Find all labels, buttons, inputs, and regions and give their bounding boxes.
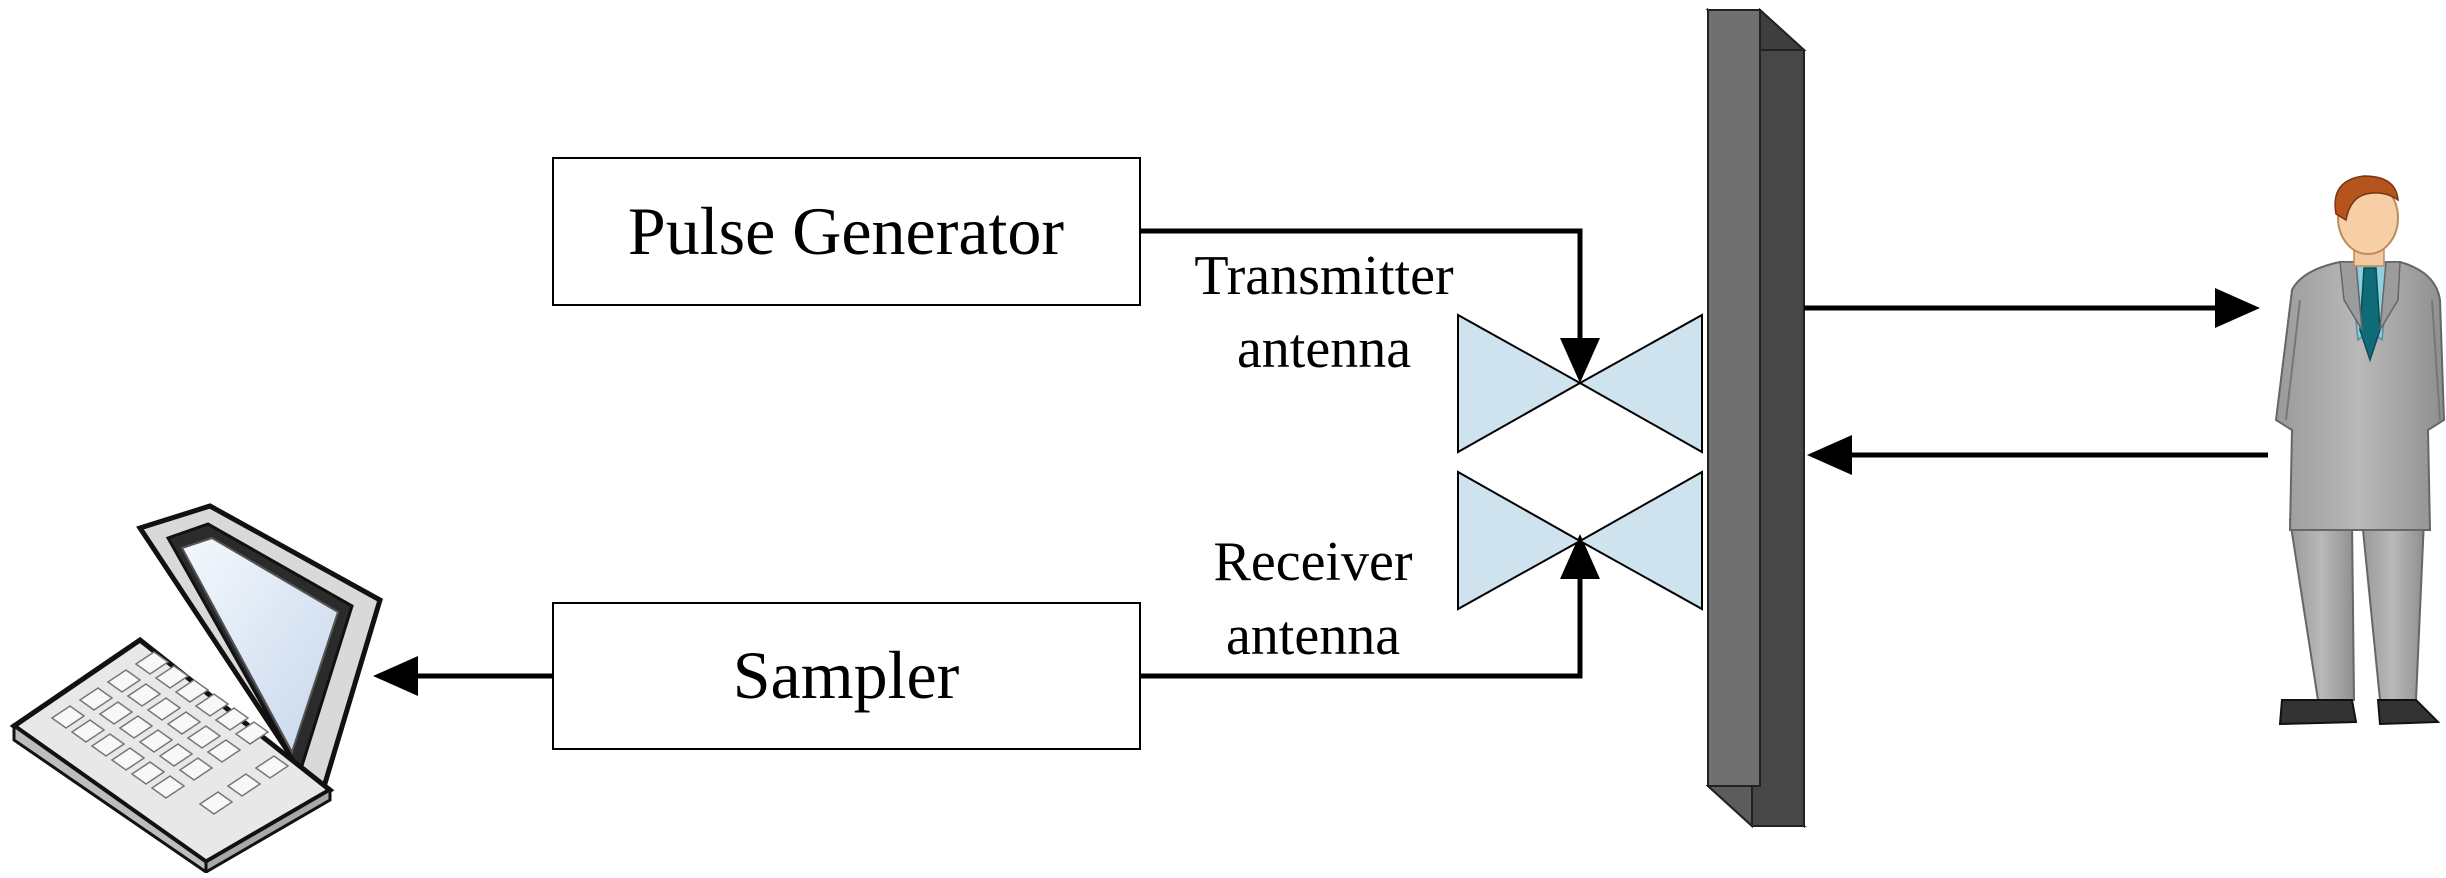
pulse-generator-label: Pulse Generator <box>628 193 1065 269</box>
transmit-signal-line <box>1140 228 1600 383</box>
receiver-antenna-icon <box>1457 470 1703 611</box>
receiver-label-line1: Receiver <box>1214 531 1413 593</box>
transmitter-label-line2: antenna <box>1237 318 1411 380</box>
laptop-icon <box>9 503 383 875</box>
person-icon <box>2274 175 2446 726</box>
pulse-generator-block: Pulse Generator <box>552 157 1141 306</box>
wall-icon <box>1705 7 1807 829</box>
sampler-block: Sampler <box>552 602 1141 750</box>
transmitter-antenna-icon <box>1457 313 1703 454</box>
transmitter-label-line1: Transmitter <box>1194 245 1454 307</box>
receive-signal-line <box>1140 534 1600 679</box>
sampler-label: Sampler <box>733 637 960 713</box>
receiver-label-line2: antenna <box>1226 605 1400 667</box>
